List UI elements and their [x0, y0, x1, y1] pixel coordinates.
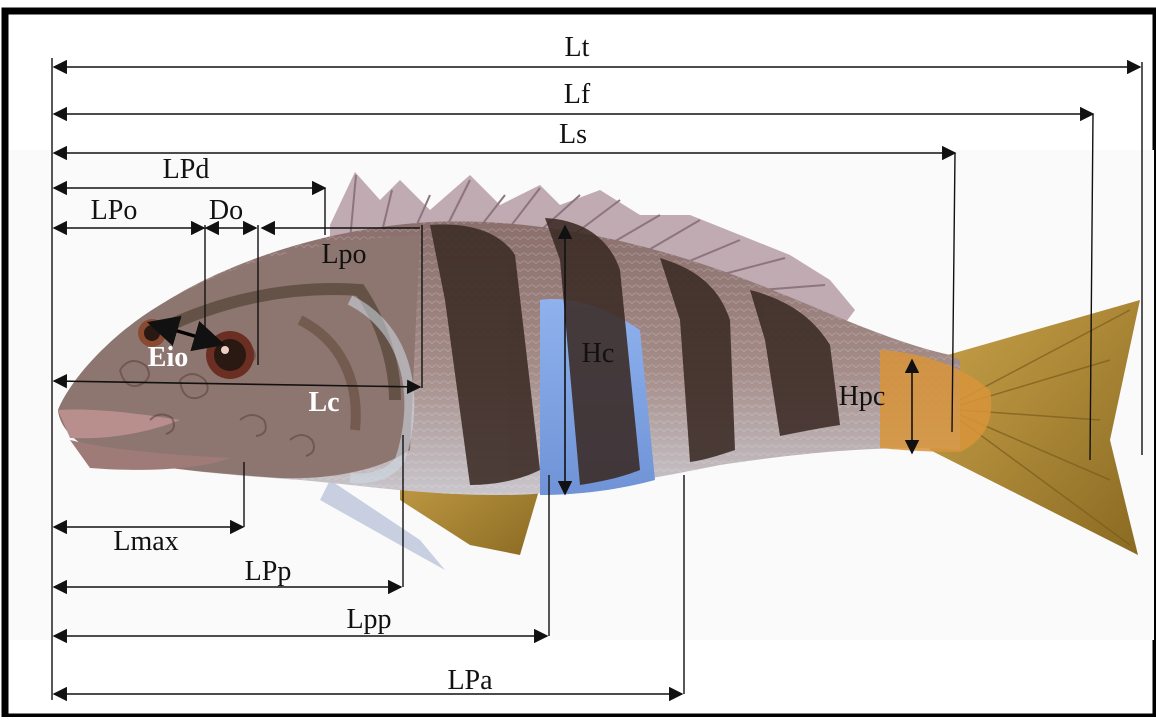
label-lc: Lc: [308, 387, 339, 418]
label-lf: Lf: [564, 79, 591, 110]
label-lpo: LPo: [91, 195, 138, 226]
label-ls: Ls: [559, 119, 587, 150]
label-lmax: Lmax: [113, 526, 178, 557]
label-eio: Eio: [148, 342, 188, 373]
label-hpc: Hpc: [839, 381, 886, 412]
label-lpd: LPd: [163, 154, 210, 185]
label-do: Do: [209, 195, 243, 226]
label-lpp-pectoral: LPp: [245, 556, 292, 587]
label-lt: Lt: [565, 32, 590, 63]
label-lpa: LPa: [447, 665, 493, 696]
label-lpp-pelvic: Lpp: [346, 604, 391, 635]
label-hc: Hc: [582, 338, 615, 369]
label-lpo-postorbital: Lpo: [321, 239, 366, 270]
